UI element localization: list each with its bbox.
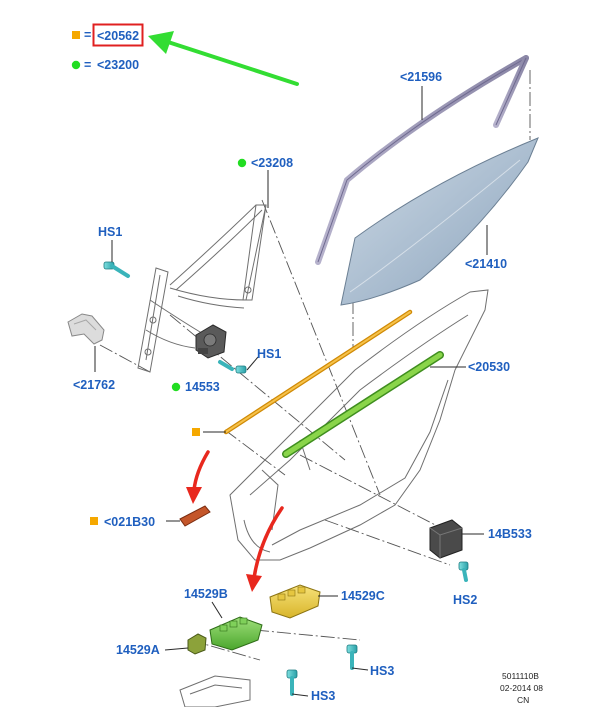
label-switch-b: 14529B [184, 587, 228, 601]
glass-run-channel [315, 55, 529, 265]
bolt-hs1-mid [218, 360, 247, 374]
window-regulator [137, 204, 267, 373]
applique-part [179, 505, 211, 527]
label-handle-bracket: <21762 [73, 378, 115, 392]
switch-a [187, 633, 207, 655]
switch-bezel [179, 675, 251, 707]
label-glass: <21410 [465, 257, 507, 271]
label-bolt-hs2: HS2 [453, 593, 477, 607]
orange-square-icon [72, 31, 80, 39]
diagram-stamp: 5011110B 02-2014 08 CN [500, 671, 543, 705]
label-weatherstrip: <20530 [468, 360, 510, 374]
handle-bracket [67, 313, 105, 345]
bolt-hs3-right [346, 644, 358, 670]
regulator-motor [195, 324, 227, 359]
switch-pack-b [209, 616, 263, 651]
legend-equals-green: = [84, 58, 91, 72]
label-bolt-hs1-top: HS1 [98, 225, 122, 239]
bolt-hs1-top [103, 261, 130, 278]
bolt-hs3-left [286, 669, 298, 696]
legend-highlight-box [92, 23, 144, 47]
label-applique: <021B30 [104, 515, 155, 529]
green-dot-icon [237, 158, 247, 168]
stamp-region: CN [517, 695, 529, 705]
label-bolt-hs1-mid: HS1 [257, 347, 281, 361]
stamp-date: 02-2014 08 [500, 683, 543, 693]
label-glass-run: <21596 [400, 70, 442, 84]
label-switch-a: 14529A [116, 643, 160, 657]
bolt-hs2 [458, 561, 469, 582]
legend-equals-orange: = [84, 28, 91, 42]
door-glass [340, 137, 539, 306]
label-bolt-hs3-right: HS3 [370, 664, 394, 678]
control-module [429, 519, 463, 559]
orange-square-icon [192, 428, 200, 436]
callout-leaders [94, 86, 488, 697]
switch-pack-c [269, 584, 321, 619]
green-dot-icon [171, 382, 181, 392]
green-pointer-arrow [148, 31, 299, 86]
legend-green-label: <23200 [97, 58, 139, 72]
label-bolt-hs3-left: HS3 [311, 689, 335, 703]
green-dot-icon [71, 60, 81, 70]
legend-orange-label: <20562 [97, 29, 139, 43]
label-switch-c: 14529C [341, 589, 385, 603]
door-inner-panel [229, 289, 489, 561]
label-motor: 14553 [185, 380, 220, 394]
label-module: 14B533 [488, 527, 532, 541]
inner-weatherstrip [282, 351, 444, 458]
outer-belt-strip [223, 309, 413, 435]
red-arrow-center [246, 506, 284, 592]
orange-square-icon [90, 517, 98, 525]
red-arrow-left [186, 450, 210, 504]
legend: = <20562 = <23200 [71, 23, 144, 72]
stamp-code: 5011110B [502, 671, 539, 681]
label-regulator: <23208 [251, 156, 293, 170]
